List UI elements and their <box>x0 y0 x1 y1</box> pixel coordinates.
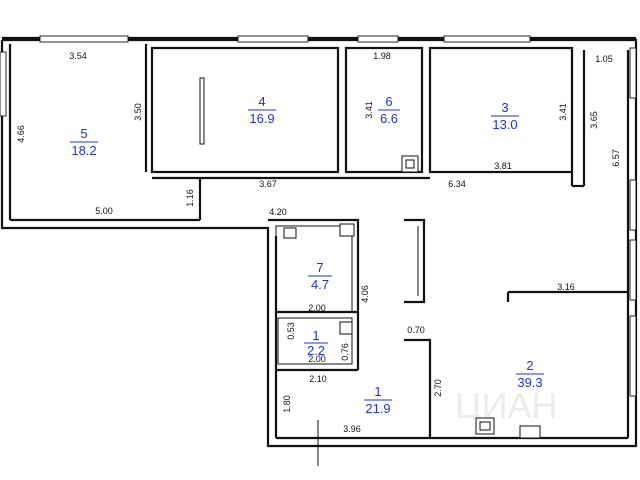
room-number: 1 <box>374 384 381 399</box>
dimension-label: 2.00 <box>308 303 326 313</box>
room-area: 16.9 <box>249 111 274 126</box>
dimension-label: 2.10 <box>309 374 327 384</box>
room-area: 2.2 <box>307 343 325 358</box>
fixtures <box>283 155 541 439</box>
dimension-label: 0.76 <box>340 343 350 361</box>
room-area: 18.2 <box>71 143 96 158</box>
interior-walls <box>144 44 628 466</box>
dimension-label: 1.05 <box>595 54 613 64</box>
dimension-label: 4.20 <box>269 207 287 217</box>
dimension-label: 1.98 <box>373 51 391 61</box>
room-area: 13.0 <box>492 117 517 132</box>
windows <box>0 35 637 397</box>
room-number: 4 <box>258 94 265 109</box>
dimension-label: 6.34 <box>448 179 466 189</box>
dimension-label: 2.00 <box>308 354 326 364</box>
dimension-label: 3.41 <box>364 101 374 119</box>
dimension-label: 4.66 <box>16 125 26 143</box>
dimension-label: 0.53 <box>286 322 296 340</box>
dimension-label: 3.54 <box>69 51 87 61</box>
dimension-label: 2.70 <box>433 379 443 397</box>
room-7-label: 7 4.7 <box>308 260 332 292</box>
dimension-label: 3.67 <box>259 179 277 189</box>
dimension-label: 3.81 <box>494 161 512 171</box>
dimension-label: 3.41 <box>558 103 568 121</box>
room-1-hall-label: 1 21.9 <box>364 384 392 416</box>
dimension-label: 4.06 <box>360 285 370 303</box>
room-number: 2 <box>526 358 533 373</box>
room-4-label: 4 16.9 <box>248 94 276 126</box>
dimension-label: 3.96 <box>343 424 361 434</box>
room-number: 1 <box>312 328 319 343</box>
dimension-label: 1.16 <box>185 189 195 207</box>
room-3-label: 3 13.0 <box>491 100 519 132</box>
room-area: 4.7 <box>311 277 329 292</box>
room-1-small-label: 1 2.2 <box>304 328 328 358</box>
room-2-label: 2 39.3 <box>516 358 544 390</box>
dimension-labels: 3.54 3.50 4.66 5.00 1.16 3.67 4.20 1.98 … <box>16 51 621 434</box>
room-number: 5 <box>80 126 87 141</box>
room-number: 3 <box>501 100 508 115</box>
dimension-label: 1.80 <box>282 395 292 413</box>
room-5-label: 5 18.2 <box>70 126 98 158</box>
watermark: ЦИАН <box>455 385 558 426</box>
dimension-label: 5.00 <box>95 206 113 216</box>
dimension-label: 0.70 <box>407 325 425 335</box>
dimension-label: 3.65 <box>589 111 599 129</box>
dimension-label: 3.16 <box>557 282 575 292</box>
room-number: 7 <box>316 260 323 275</box>
room-6-label: 6 6.6 <box>378 94 400 126</box>
room-area: 6.6 <box>380 111 398 126</box>
room-number: 6 <box>385 94 392 109</box>
dimension-label: 3.50 <box>133 103 143 121</box>
room-area: 39.3 <box>517 375 542 390</box>
room-area: 21.9 <box>365 401 390 416</box>
dimension-label: 6.57 <box>611 149 621 167</box>
